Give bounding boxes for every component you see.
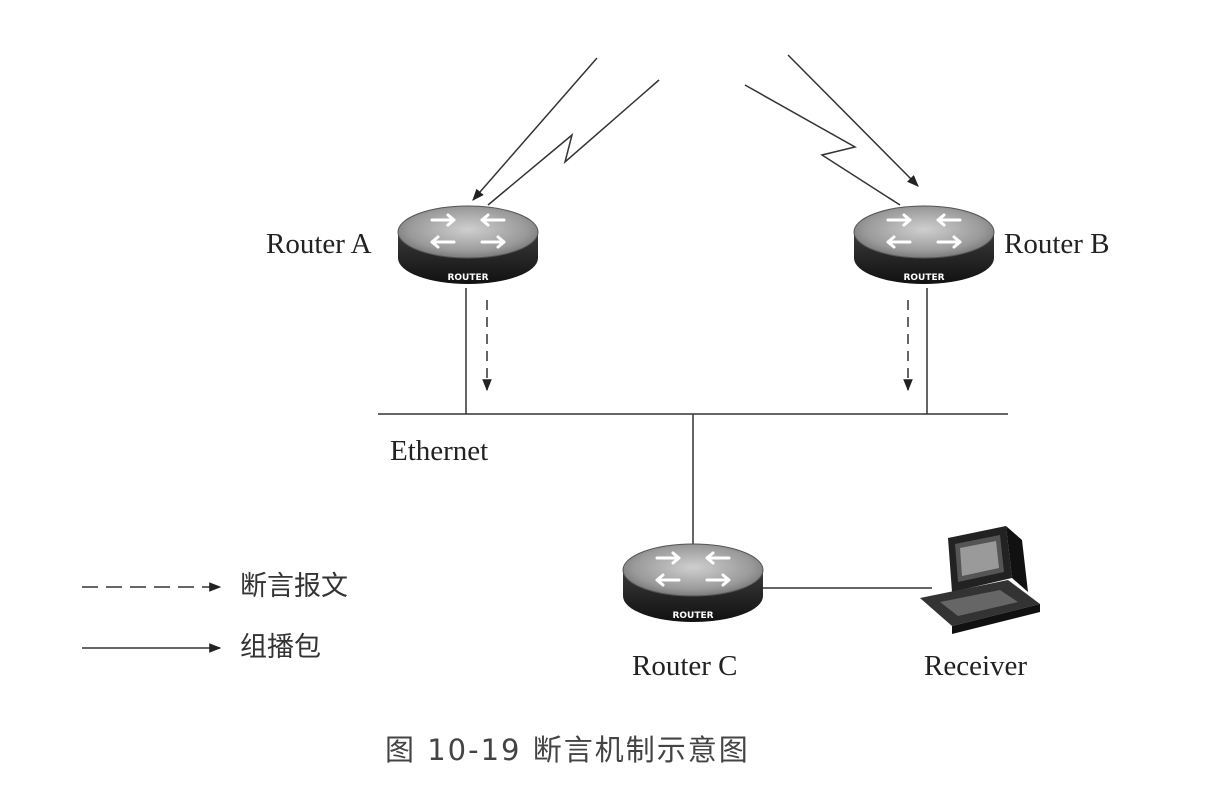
legend-multicast-label: 组播包 (240, 632, 321, 663)
router-c: ROUTER (621, 542, 765, 624)
router-b-badge: ROUTER (903, 273, 944, 283)
router-c-badge: ROUTER (672, 611, 713, 621)
router-a-multicast-arrow (472, 57, 598, 201)
router-a-wan-link (487, 79, 660, 206)
router-c-label: Router C (632, 650, 738, 682)
figure-caption: 图 10-19 断言机制示意图 (385, 733, 750, 767)
router-a-badge: ROUTER (447, 273, 488, 283)
router-b-label: Router B (1004, 228, 1110, 260)
router-b: ROUTER (852, 204, 996, 286)
ethernet-label: Ethernet (390, 435, 489, 467)
legend-assert-label: 断言报文 (240, 571, 348, 602)
computer-icon (920, 526, 1040, 634)
receiver-label: Receiver (924, 650, 1028, 682)
router-b-wan-link (744, 84, 901, 206)
router-b-multicast-arrow (787, 54, 919, 187)
router-a: ROUTER (396, 204, 540, 286)
router-a-label: Router A (266, 228, 372, 260)
